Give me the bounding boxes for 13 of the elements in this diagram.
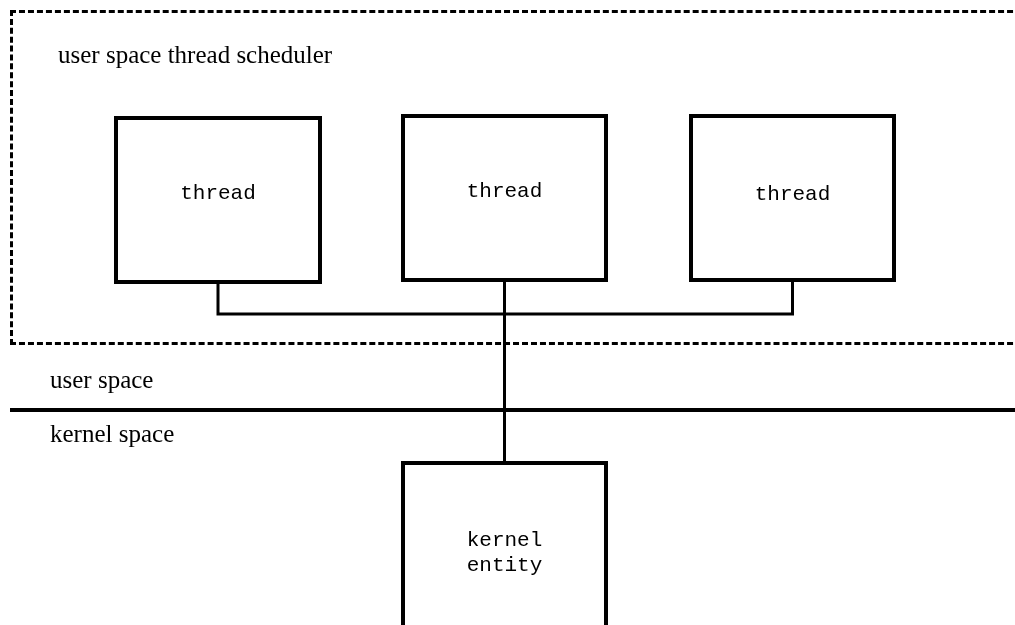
- box-label: thread: [179, 181, 257, 207]
- process-box: [114, 116, 322, 284]
- region-label: user space: [50, 366, 154, 394]
- box-label: kernel entity: [465, 527, 544, 579]
- process-box: [401, 114, 608, 282]
- box-label: thread: [753, 182, 832, 208]
- dashed-group-box: [10, 10, 1015, 345]
- region-label: kernel space: [50, 420, 175, 448]
- process-box: [689, 114, 896, 282]
- group-title: user space thread scheduler: [58, 41, 333, 69]
- connector-line: [503, 282, 794, 461]
- box-label: thread: [465, 179, 544, 205]
- process-box: [401, 461, 608, 625]
